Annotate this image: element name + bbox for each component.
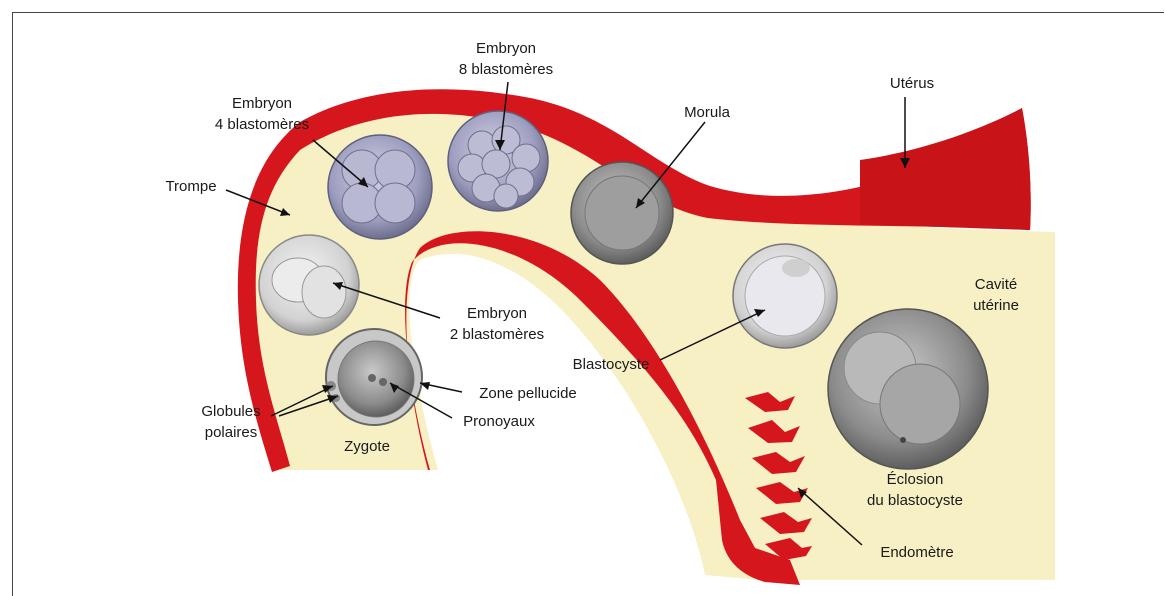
hatching-blastocyst [828, 309, 988, 469]
blastocyst [733, 244, 837, 348]
label-blastocyst: Blastocyste [573, 356, 650, 373]
label-globules-line2: polaires [205, 424, 258, 441]
uterus-wall [860, 108, 1031, 230]
label-morula: Morula [684, 104, 731, 121]
label-uterus: Utérus [890, 75, 934, 92]
label-embryo-8-line1: Embryon [476, 40, 536, 57]
embryo-8-cell [448, 111, 548, 211]
label-globules-line1: Globules [201, 403, 260, 420]
embryo-2-cell [259, 235, 359, 335]
label-zygote: Zygote [344, 438, 390, 455]
label-embryo-2-line2: 2 blastomères [450, 326, 544, 343]
label-pronuclei: Pronoyaux [463, 413, 535, 430]
label-embryo-8-line2: 8 blastomères [459, 61, 553, 78]
label-embryo-4-line2: 4 blastomères [215, 116, 309, 133]
label-hatching-line2: du blastocyste [867, 492, 963, 509]
zygote [326, 329, 422, 425]
label-cavity-line1: Cavité [975, 276, 1018, 293]
label-embryo-4-line1: Embryon [232, 95, 292, 112]
embryo-4-cell [328, 135, 432, 239]
label-embryo-2-line1: Embryon [467, 305, 527, 322]
label-cavity-line2: utérine [973, 297, 1019, 314]
label-endometrium: Endomètre [880, 544, 953, 561]
label-hatching-line1: Éclosion [887, 471, 944, 488]
morula [571, 162, 673, 264]
label-trompe: Trompe [165, 178, 216, 195]
label-zona: Zone pellucide [479, 385, 577, 402]
